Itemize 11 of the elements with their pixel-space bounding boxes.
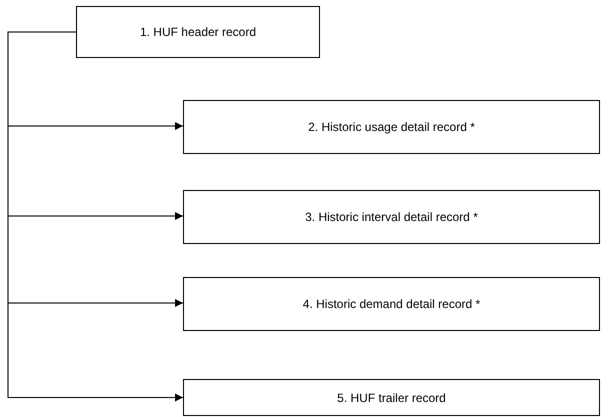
record-label: 4. Historic demand detail record * [302, 297, 480, 311]
record-box [183, 100, 600, 154]
record-label: 5. HUF trailer record [337, 390, 446, 404]
record-label: 1. HUF header record [140, 25, 256, 39]
record-box [183, 277, 600, 331]
record-box [183, 379, 600, 416]
record-box [183, 190, 600, 244]
record-label: 3. Historic interval detail record * [305, 210, 478, 224]
connector-arrow [8, 32, 184, 402]
record-box [76, 6, 320, 58]
record-label: 2. Historic usage detail record * [308, 120, 475, 134]
